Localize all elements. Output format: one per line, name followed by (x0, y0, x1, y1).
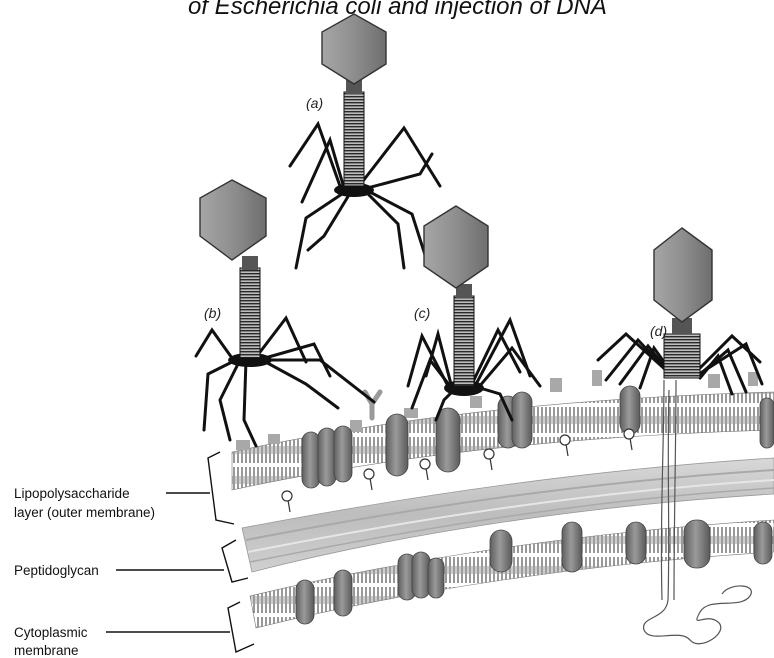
cytoplasmic-label-line1: Cytoplasmic (14, 625, 88, 640)
phage-a (290, 14, 440, 268)
lps-label-line1: Lipopolysaccharide (14, 486, 130, 501)
phage-a-legs (290, 124, 440, 268)
cytoplasmic-label-line2: membrane (14, 643, 79, 658)
stage-label-a: (a) (306, 95, 323, 111)
figure-title: of Escherichia coli and injection of DNA (188, 0, 607, 20)
lps-label-line2: layer (outer membrane) (14, 505, 155, 520)
peptidoglycan-label: Peptidoglycan (14, 563, 99, 578)
phage-b (196, 180, 374, 446)
cytoplasmic-bracket (228, 602, 254, 652)
stage-label-b: (b) (204, 305, 221, 321)
lps-bracket (208, 452, 234, 524)
phage-d (598, 228, 762, 394)
stage-label-c: (c) (414, 305, 430, 321)
stage-label-d: (d) (650, 323, 667, 339)
peptidoglycan-bracket (222, 540, 248, 582)
